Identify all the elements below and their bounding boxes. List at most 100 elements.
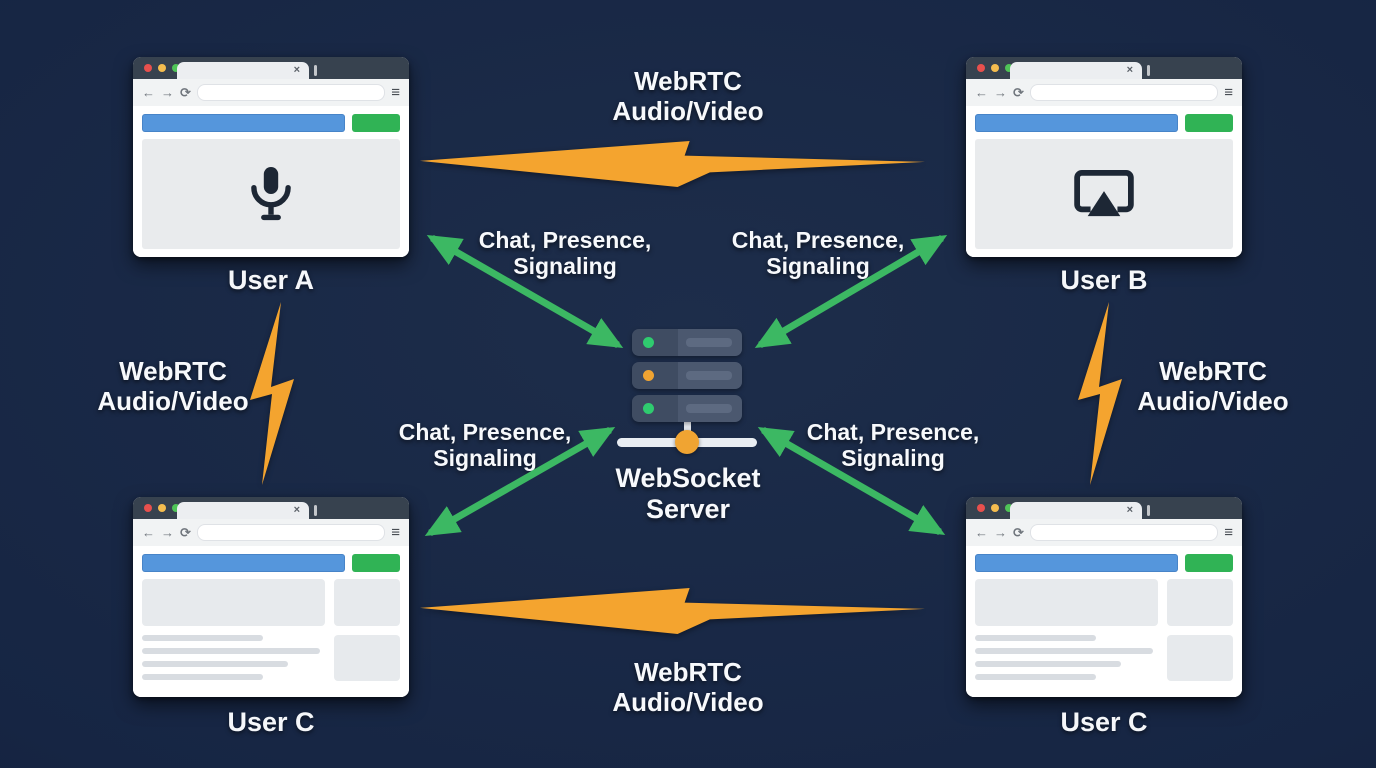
blue-banner-placeholder: [142, 554, 345, 572]
reload-icon: ⟳: [1013, 525, 1024, 540]
menu-icon: ≡: [1224, 84, 1233, 101]
url-bar: [1029, 84, 1219, 101]
network-node-icon: [675, 430, 699, 454]
browser-window-user-c-left: × ← → ⟳ ≡: [133, 497, 409, 697]
green-button-placeholder: [1185, 114, 1233, 132]
screen-cast-icon: [1074, 170, 1134, 218]
back-icon: ←: [142, 85, 155, 100]
window-titlebar: ×: [133, 57, 409, 79]
menu-icon: ≡: [391, 524, 400, 541]
forward-icon: →: [994, 525, 1007, 540]
signaling-label-upper-right: Chat, Presence, Signaling: [731, 227, 905, 279]
reload-icon: ⟳: [180, 525, 191, 540]
reload-icon: ⟳: [1013, 85, 1024, 100]
websocket-server-icon: [617, 329, 757, 454]
lightning-bolt-top-icon: [420, 141, 925, 187]
signaling-label-lower-left: Chat, Presence, Signaling: [398, 419, 572, 471]
browser-tab: ×: [177, 62, 309, 79]
window-titlebar: ×: [133, 497, 409, 519]
blue-banner-placeholder: [975, 554, 1178, 572]
browser-tab: ×: [1010, 62, 1142, 79]
page-content: [966, 106, 1242, 257]
url-bar: [196, 84, 386, 101]
text-lines-placeholder: [975, 635, 1158, 680]
window-titlebar: ×: [966, 57, 1242, 79]
led-orange-icon: [643, 370, 654, 381]
forward-icon: →: [994, 85, 1007, 100]
side-panel-placeholder: [1167, 579, 1233, 626]
back-icon: ←: [142, 525, 155, 540]
webrtc-label-bottom: WebRTC Audio/Video: [612, 657, 764, 717]
green-button-placeholder: [1185, 554, 1233, 572]
tab-close-icon: ×: [293, 504, 300, 516]
drive-slot: [686, 404, 732, 413]
browser-toolbar: ← → ⟳ ≡: [966, 519, 1242, 546]
back-icon: ←: [975, 85, 988, 100]
user-b-label: User B: [1060, 265, 1148, 295]
forward-icon: →: [161, 85, 174, 100]
tab-close-icon: ×: [1126, 64, 1133, 76]
zoom-traffic-light-icon: [1005, 64, 1013, 72]
green-button-placeholder: [352, 554, 400, 572]
led-green-icon: [643, 337, 654, 348]
browser-toolbar: ← → ⟳ ≡: [133, 79, 409, 106]
tab-stub: [1147, 505, 1150, 516]
server-rack-unit: [632, 329, 742, 356]
server-label: WebSocket Server: [615, 463, 761, 524]
browser-tab: ×: [177, 502, 309, 519]
browser-window-user-c-right: × ← → ⟳ ≡: [966, 497, 1242, 697]
close-traffic-light-icon: [977, 504, 985, 512]
tab-stub: [1147, 65, 1150, 76]
lightning-bolt-left-icon: [250, 302, 294, 485]
media-panel: [975, 139, 1233, 249]
menu-icon: ≡: [391, 84, 400, 101]
side-panel-placeholder: [334, 579, 400, 626]
side-panel-placeholder: [1167, 635, 1233, 681]
page-content: [133, 106, 409, 257]
blue-banner-placeholder: [975, 114, 1178, 132]
browser-tab: ×: [1010, 502, 1142, 519]
window-titlebar: ×: [966, 497, 1242, 519]
tab-stub: [314, 505, 317, 516]
page-content: [966, 546, 1242, 697]
close-traffic-light-icon: [144, 64, 152, 72]
tab-close-icon: ×: [293, 64, 300, 76]
lightning-bolt-right-icon: [1078, 302, 1122, 485]
signaling-label-upper-left: Chat, Presence, Signaling: [478, 227, 652, 279]
minimize-traffic-light-icon: [158, 64, 166, 72]
server-rack-unit: [632, 395, 742, 422]
close-traffic-light-icon: [977, 64, 985, 72]
webrtc-label-left: WebRTC Audio/Video: [97, 356, 249, 416]
microphone-icon: [251, 167, 291, 221]
browser-toolbar: ← → ⟳ ≡: [133, 519, 409, 546]
back-icon: ←: [975, 525, 988, 540]
forward-icon: →: [161, 525, 174, 540]
user-c-left-label: User C: [227, 707, 315, 737]
browser-toolbar: ← → ⟳ ≡: [966, 79, 1242, 106]
webrtc-label-right: WebRTC Audio/Video: [1137, 356, 1289, 416]
drive-slot: [686, 371, 732, 380]
zoom-traffic-light-icon: [1005, 504, 1013, 512]
user-a-label: User A: [227, 265, 315, 295]
blue-banner-placeholder: [142, 114, 345, 132]
menu-icon: ≡: [1224, 524, 1233, 541]
browser-window-user-a: × ← → ⟳ ≡: [133, 57, 409, 257]
tab-stub: [314, 65, 317, 76]
led-green-icon: [643, 403, 654, 414]
browser-window-user-b: × ← → ⟳ ≡: [966, 57, 1242, 257]
server-rack-unit: [632, 362, 742, 389]
signaling-label-lower-right: Chat, Presence, Signaling: [806, 419, 980, 471]
zoom-traffic-light-icon: [172, 64, 180, 72]
close-traffic-light-icon: [144, 504, 152, 512]
minimize-traffic-light-icon: [158, 504, 166, 512]
content-panel-placeholder: [142, 579, 325, 626]
webrtc-label-top: WebRTC Audio/Video: [612, 66, 764, 126]
minimize-traffic-light-icon: [991, 64, 999, 72]
reload-icon: ⟳: [180, 85, 191, 100]
zoom-traffic-light-icon: [172, 504, 180, 512]
page-content: [133, 546, 409, 697]
green-button-placeholder: [352, 114, 400, 132]
lightning-bolt-bottom-icon: [420, 588, 925, 634]
url-bar: [196, 524, 386, 541]
